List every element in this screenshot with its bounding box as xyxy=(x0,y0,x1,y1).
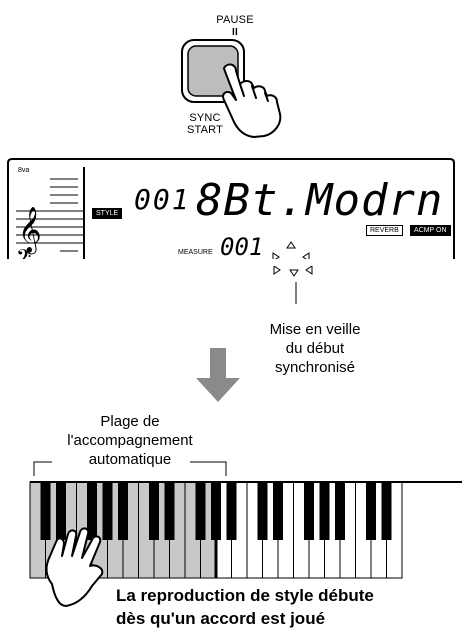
sync-label: SYNC xyxy=(189,112,221,124)
black-key[interactable] xyxy=(164,482,175,540)
bass-clef-icon: 𝄢 xyxy=(16,245,31,259)
bottom-line1: La reproduction de style débute xyxy=(116,586,374,605)
pressing-hand-icon xyxy=(222,63,282,138)
black-key[interactable] xyxy=(381,482,392,540)
measure-value: 001 xyxy=(220,233,264,261)
pause-symbol: II xyxy=(232,27,238,38)
style-number: 001 xyxy=(134,183,191,216)
range-line2: l'accompagnement xyxy=(67,432,193,449)
black-key[interactable] xyxy=(319,482,330,540)
measure-label: MEASURE xyxy=(178,249,213,256)
sync-standby-arrows-icon xyxy=(272,241,310,259)
black-key[interactable] xyxy=(273,482,283,540)
black-key[interactable] xyxy=(195,482,206,540)
bottom-caption: La reproduction de style débute dès qu'u… xyxy=(116,584,462,630)
range-bracket xyxy=(33,461,227,476)
accompaniment-range-label: Plage de l'accompagnement automatique xyxy=(40,412,220,469)
black-key[interactable] xyxy=(226,482,237,540)
black-key[interactable] xyxy=(257,482,268,540)
black-key[interactable] xyxy=(366,482,376,540)
range-line1: Plage de xyxy=(100,413,160,430)
callout-line2: du début xyxy=(285,340,345,357)
standby-callout: Mise en veille du début synchronisé xyxy=(250,320,380,377)
pause-label: PAUSE xyxy=(216,14,254,26)
sync-start-button[interactable] xyxy=(187,45,239,97)
octave-mark: 8va xyxy=(18,167,30,174)
reverb-tag: REVERB xyxy=(366,225,403,236)
callout-line1: Mise en veille xyxy=(269,321,361,338)
playing-hand-icon xyxy=(45,527,104,607)
acmp-on-tag: ACMP ON xyxy=(410,225,451,236)
lower-standby-arrows-icon xyxy=(273,266,313,304)
lcd-frame: 𝄞 𝄢 xyxy=(7,158,455,259)
black-key[interactable] xyxy=(40,482,51,540)
black-key[interactable] xyxy=(87,482,97,540)
piano-keyboard[interactable] xyxy=(28,480,464,580)
range-line3: automatique xyxy=(88,451,172,468)
style-name: 8Bt.Modrn xyxy=(196,175,444,226)
start-label: START xyxy=(186,124,224,136)
bottom-line2: dès qu'un accord est joué xyxy=(116,609,326,628)
black-key[interactable] xyxy=(118,482,128,540)
black-key[interactable] xyxy=(56,482,66,540)
music-staff xyxy=(16,167,85,259)
black-key[interactable] xyxy=(304,482,314,540)
down-arrow-icon xyxy=(196,348,240,402)
black-key[interactable] xyxy=(335,482,345,540)
callout-line3: synchronisé xyxy=(274,359,356,376)
treble-clef-icon: 𝄞 xyxy=(18,207,42,255)
black-key[interactable] xyxy=(102,482,113,540)
black-key[interactable] xyxy=(149,482,159,540)
style-tag: STYLE xyxy=(92,208,123,219)
sync-start-button-group[interactable] xyxy=(170,38,310,138)
lcd-display: 𝄞 𝄢 8va STYLE 001 8Bt.Modrn MEASURE 001 … xyxy=(6,157,456,261)
